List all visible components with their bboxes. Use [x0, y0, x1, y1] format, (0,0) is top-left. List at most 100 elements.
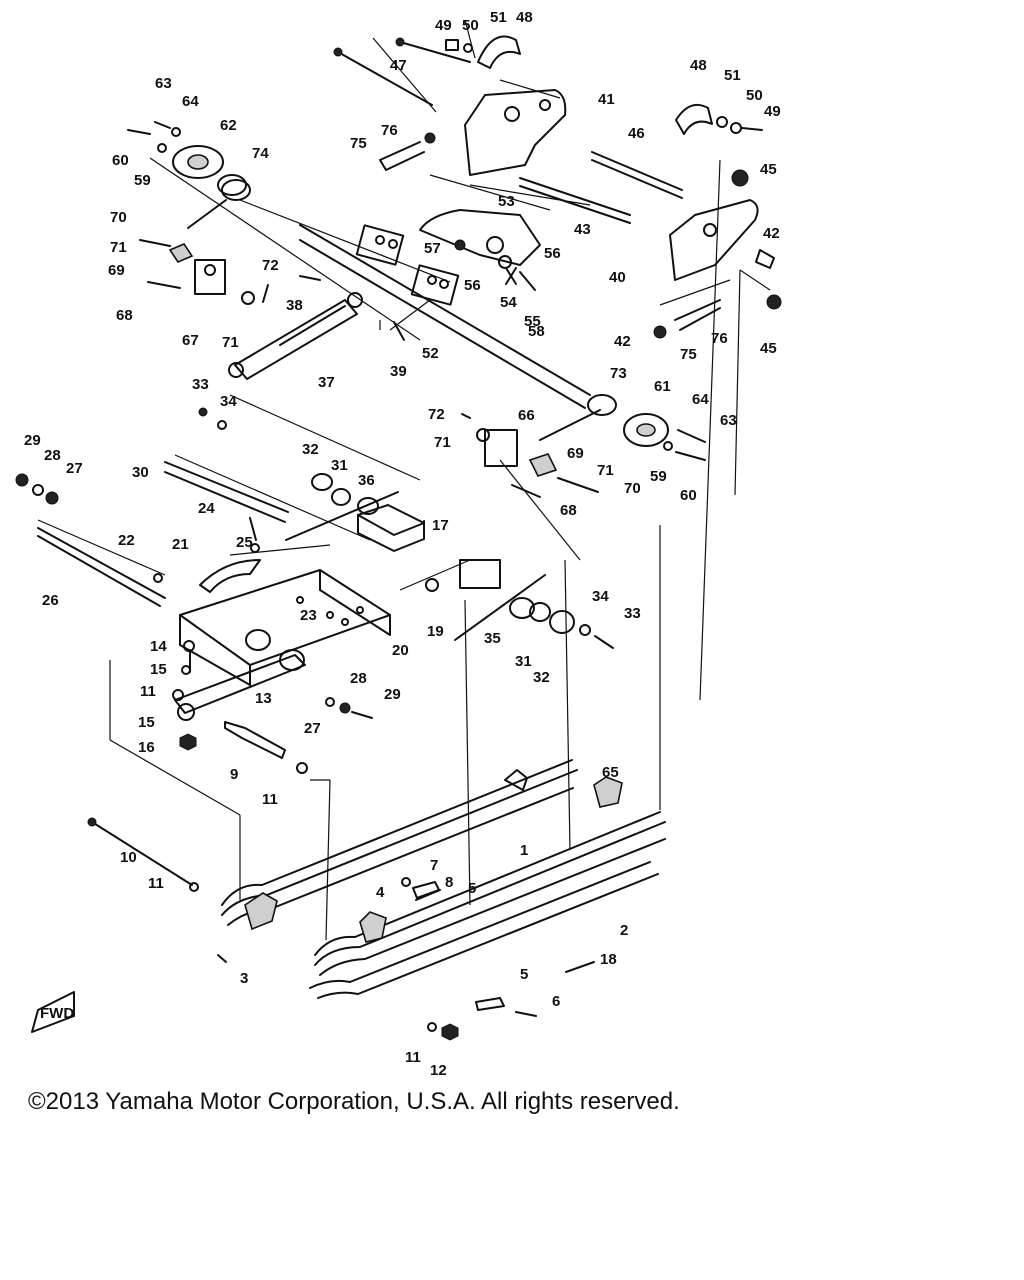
callout-56: 56 [544, 245, 561, 262]
callout-60: 60 [112, 152, 129, 169]
callout-51: 51 [724, 67, 741, 84]
callout-70: 70 [110, 209, 127, 226]
callout-69: 69 [108, 262, 125, 279]
callout-5: 5 [520, 966, 528, 983]
callout-11: 11 [262, 791, 278, 808]
callout-38: 38 [286, 297, 303, 314]
callout-54: 54 [500, 294, 517, 311]
callout-71: 71 [110, 239, 127, 256]
callout-66: 66 [518, 407, 535, 424]
callout-47: 47 [390, 57, 407, 74]
callout-37: 37 [318, 374, 335, 391]
callout-51: 51 [490, 9, 507, 26]
callout-41: 41 [598, 91, 615, 108]
callout-7: 7 [430, 857, 438, 874]
copyright-notice: ©2013 Yamaha Motor Corporation, U.S.A. A… [28, 1088, 680, 1115]
callout-34: 34 [220, 393, 237, 410]
callout-56: 56 [464, 277, 481, 294]
callout-42: 42 [763, 225, 780, 242]
callout-55: 55 [524, 313, 541, 330]
callout-13: 13 [255, 690, 272, 707]
callout-75: 75 [680, 346, 697, 363]
callout-20: 20 [392, 642, 409, 659]
callout-11: 11 [140, 683, 156, 700]
callout-74: 74 [252, 145, 269, 162]
callout-23: 23 [300, 607, 317, 624]
callout-32: 32 [302, 441, 319, 458]
callout-11: 11 [148, 875, 164, 892]
runner-rails: FWD [31, 759, 666, 1041]
callout-50: 50 [746, 87, 763, 104]
callout-69: 69 [567, 445, 584, 462]
callout-9: 9 [230, 766, 238, 783]
callout-48: 48 [690, 57, 707, 74]
callout-60: 60 [680, 487, 697, 504]
callout-49: 49 [435, 17, 452, 34]
callout-72: 72 [262, 257, 279, 274]
callout-4: 4 [376, 884, 385, 901]
callout-6: 6 [552, 993, 560, 1010]
callout-76: 76 [381, 122, 398, 139]
callout-45: 45 [760, 161, 777, 178]
callout-71: 71 [597, 462, 614, 479]
callout-11: 11 [405, 1049, 421, 1066]
callout-15: 15 [150, 661, 167, 678]
callout-1: 1 [520, 842, 528, 859]
callout-67: 67 [182, 332, 199, 349]
callout-48: 48 [516, 9, 533, 26]
callout-63: 63 [720, 412, 737, 429]
callout-35: 35 [484, 630, 501, 647]
callout-21: 21 [172, 536, 189, 553]
callout-31: 31 [515, 653, 532, 670]
callout-29: 29 [24, 432, 41, 449]
callout-49: 49 [764, 103, 781, 120]
callout-58: 58 [528, 323, 545, 340]
callout-19: 19 [427, 623, 444, 640]
callout-33: 33 [192, 376, 209, 393]
callout-5: 5 [468, 880, 476, 897]
callout-32: 32 [533, 669, 550, 686]
callout-65: 65 [602, 764, 619, 781]
forward-arrow-label: FWD [40, 1005, 74, 1022]
callout-71: 71 [434, 434, 451, 451]
callout-12: 12 [430, 1062, 447, 1079]
callout-28: 28 [350, 670, 367, 687]
callout-52: 52 [422, 345, 439, 362]
leader-lines [37, 19, 771, 941]
callout-2: 2 [620, 922, 628, 939]
callout-27: 27 [304, 720, 321, 737]
callout-8: 8 [445, 874, 453, 891]
callout-33: 33 [624, 605, 641, 622]
callout-25: 25 [236, 534, 253, 551]
callout-50: 50 [462, 17, 479, 34]
callout-14: 14 [150, 638, 167, 655]
callout-29: 29 [384, 686, 401, 703]
callout-62: 62 [220, 117, 237, 134]
callout-59: 59 [134, 172, 151, 189]
callout-63: 63 [155, 75, 172, 92]
callout-59: 59 [650, 468, 667, 485]
callout-75: 75 [350, 135, 367, 152]
callout-22: 22 [118, 532, 135, 549]
callout-70: 70 [624, 480, 641, 497]
callout-16: 16 [138, 739, 155, 756]
callout-45: 45 [760, 340, 777, 357]
callout-15: 15 [138, 714, 155, 731]
callout-34: 34 [592, 588, 609, 605]
callout-73: 73 [610, 365, 627, 382]
callout-36: 36 [358, 472, 375, 489]
callout-26: 26 [42, 592, 59, 609]
callout-72: 72 [428, 406, 445, 423]
callout-61: 61 [654, 378, 671, 395]
callout-64: 64 [692, 391, 709, 408]
middle-assembly [15, 394, 706, 774]
callout-76: 76 [711, 330, 728, 347]
callout-3: 3 [240, 970, 248, 987]
forward-arrow: FWD [31, 991, 75, 1033]
callout-68: 68 [116, 307, 133, 324]
callout-43: 43 [574, 221, 591, 238]
callout-57: 57 [424, 240, 441, 257]
upper-assembly [127, 35, 782, 409]
callout-30: 30 [132, 464, 149, 481]
